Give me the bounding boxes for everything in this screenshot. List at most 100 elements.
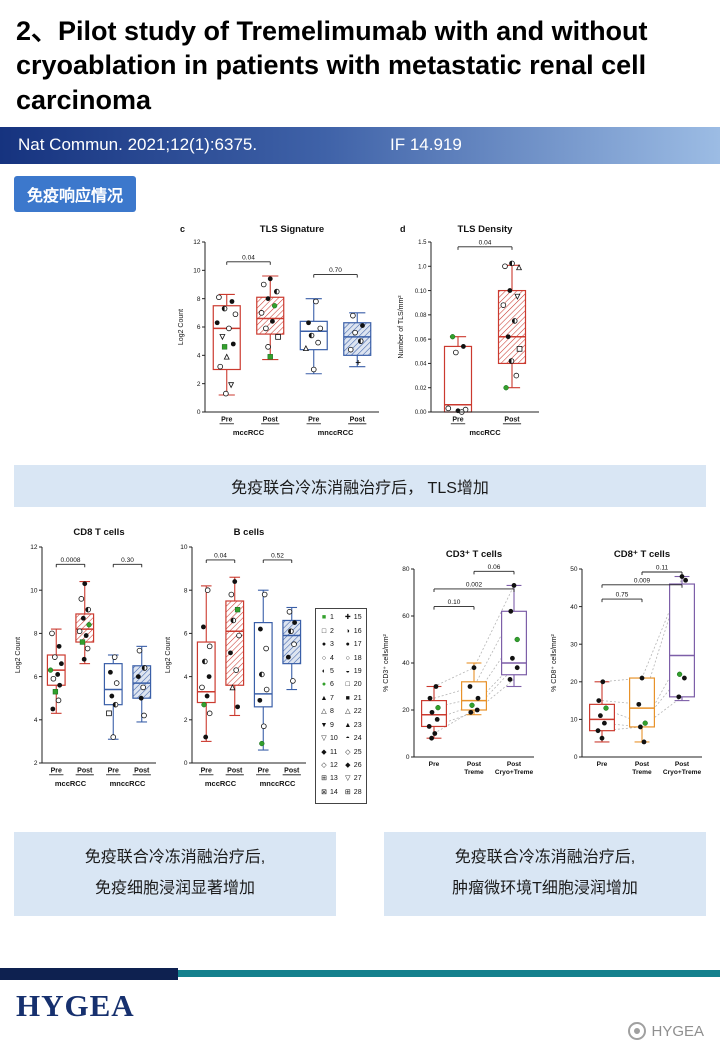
svg-text:40: 40	[570, 604, 578, 611]
svg-text:10: 10	[193, 267, 201, 274]
citation-bar: Nat Commun. 2021;12(1):6375. IF 14.919	[0, 126, 720, 164]
caption-line-2: 免疫细胞浸润显著增加	[94, 880, 255, 898]
svg-text:8: 8	[184, 587, 188, 594]
svg-text:TLS Density: TLS Density	[458, 224, 514, 235]
legend-entry: ▲7	[320, 694, 334, 702]
legend-entry: ▽27	[345, 775, 362, 783]
slide: { "title": { "text": "2、Pilot study of T…	[0, 14, 720, 1054]
svg-text:0.002: 0.002	[466, 581, 483, 588]
legend-entry: ◆26	[345, 762, 362, 770]
page-title: 2、Pilot study of Tremelimumab with and w…	[16, 16, 648, 115]
svg-text:8: 8	[34, 630, 38, 637]
svg-text:0.0008: 0.0008	[61, 557, 81, 564]
caption-line-1: 免疫联合冷冻消融治疗后,	[84, 848, 266, 866]
svg-text:mccRCC: mccRCC	[205, 779, 237, 788]
svg-text:0.02: 0.02	[415, 386, 427, 392]
svg-text:0.08: 0.08	[415, 313, 427, 319]
svg-text:Post: Post	[507, 761, 522, 768]
legend-entry: ▲23	[344, 721, 362, 729]
footer-divider	[0, 968, 720, 981]
legend-entry: △22	[345, 708, 362, 716]
legend-entry: ⊠14	[321, 788, 338, 796]
caption-tme-infiltration: 免疫联合冷冻消融治疗后, 肿瘤微环境T细胞浸润增加	[384, 831, 706, 917]
svg-text:CD8 T cells: CD8 T cells	[73, 527, 124, 538]
svg-text:Treme: Treme	[632, 769, 652, 776]
svg-text:12: 12	[30, 544, 38, 551]
svg-text:Post: Post	[263, 416, 279, 423]
legend-entry: □2	[321, 627, 334, 635]
legend-entry: ◇12	[321, 762, 338, 770]
svg-text:10: 10	[180, 544, 188, 551]
svg-text:Post: Post	[350, 416, 366, 423]
legend-entry: ◑16	[345, 627, 362, 635]
svg-text:c: c	[180, 224, 185, 234]
legend-entry: ○4	[321, 654, 334, 662]
svg-text:Pre: Pre	[201, 767, 212, 774]
caption-immune-infiltration: 免疫联合冷冻消融治疗后, 免疫细胞浸润显著增加	[14, 831, 336, 917]
svg-text:Post: Post	[675, 761, 690, 768]
legend-entry: ●17	[345, 641, 362, 649]
svg-text:12: 12	[193, 239, 201, 246]
hygea-logo: HYGEA	[16, 988, 135, 1024]
footer-divider-navy	[0, 968, 178, 981]
legend-entry: ■1	[321, 614, 334, 622]
svg-text:0.06: 0.06	[415, 337, 427, 343]
svg-text:Pre: Pre	[258, 767, 269, 774]
svg-text:d: d	[400, 224, 406, 234]
svg-text:TLS Signature: TLS Signature	[260, 224, 324, 235]
impact-factor: IF 14.919	[390, 135, 462, 155]
caption-line-2: 肿瘤微环境T细胞浸润增加	[452, 880, 638, 898]
svg-text:0.009: 0.009	[634, 577, 651, 584]
legend-entry: ⊞28	[344, 788, 362, 796]
legend-entry: □20	[345, 681, 362, 689]
svg-text:CD3⁺ T cells: CD3⁺ T cells	[446, 549, 502, 560]
svg-text:0: 0	[406, 754, 410, 761]
legend-entry: ●6	[321, 681, 334, 689]
svg-text:0: 0	[184, 760, 188, 767]
svg-text:10: 10	[570, 716, 578, 723]
svg-text:% CD3⁺ cells/mm²: % CD3⁺ cells/mm²	[383, 633, 390, 691]
svg-text:6: 6	[34, 674, 38, 681]
svg-text:Post: Post	[227, 767, 243, 774]
svg-text:0: 0	[197, 409, 201, 416]
legend-entry: ■21	[345, 694, 362, 702]
svg-text:Log2 Count: Log2 Count	[15, 637, 22, 673]
svg-text:Post: Post	[77, 767, 93, 774]
svg-text:0: 0	[574, 754, 578, 761]
legend-entry: ✚15	[344, 614, 362, 622]
svg-text:Pre: Pre	[597, 761, 608, 768]
svg-text:Pre: Pre	[51, 767, 62, 774]
watermark-text: HYGEA	[651, 1022, 704, 1040]
svg-text:Number of TLS/mm²: Number of TLS/mm²	[398, 295, 405, 359]
svg-text:B cells: B cells	[234, 527, 265, 538]
badge-row: 免疫响应情况	[14, 175, 720, 212]
svg-text:mccRCC: mccRCC	[55, 779, 87, 788]
svg-text:0.30: 0.30	[121, 557, 134, 564]
svg-text:Log2 Count: Log2 Count	[178, 309, 185, 345]
svg-text:0.75: 0.75	[616, 591, 629, 598]
svg-text:Pre: Pre	[108, 767, 119, 774]
svg-text:20: 20	[570, 679, 578, 686]
caption-line-1: 免疫联合冷冻消融治疗后,	[454, 848, 636, 866]
citation-reference: Nat Commun. 2021;12(1):6375.	[18, 135, 258, 155]
legend-entry: ◒19	[345, 668, 362, 676]
svg-text:Post: Post	[134, 767, 150, 774]
svg-text:Post: Post	[635, 761, 650, 768]
legend-entry: ◆11	[321, 748, 338, 756]
svg-text:1.5: 1.5	[418, 240, 427, 246]
svg-text:30: 30	[570, 641, 578, 648]
svg-text:0.11: 0.11	[656, 564, 669, 571]
svg-text:4: 4	[184, 674, 188, 681]
legend-entry: △8	[321, 708, 334, 716]
legend-entry: ◐5	[321, 668, 334, 676]
watermark: HYGEA	[628, 1022, 704, 1040]
svg-text:10: 10	[30, 587, 38, 594]
svg-text:0.04: 0.04	[214, 552, 227, 559]
legend-entry: ⊞13	[321, 775, 338, 783]
